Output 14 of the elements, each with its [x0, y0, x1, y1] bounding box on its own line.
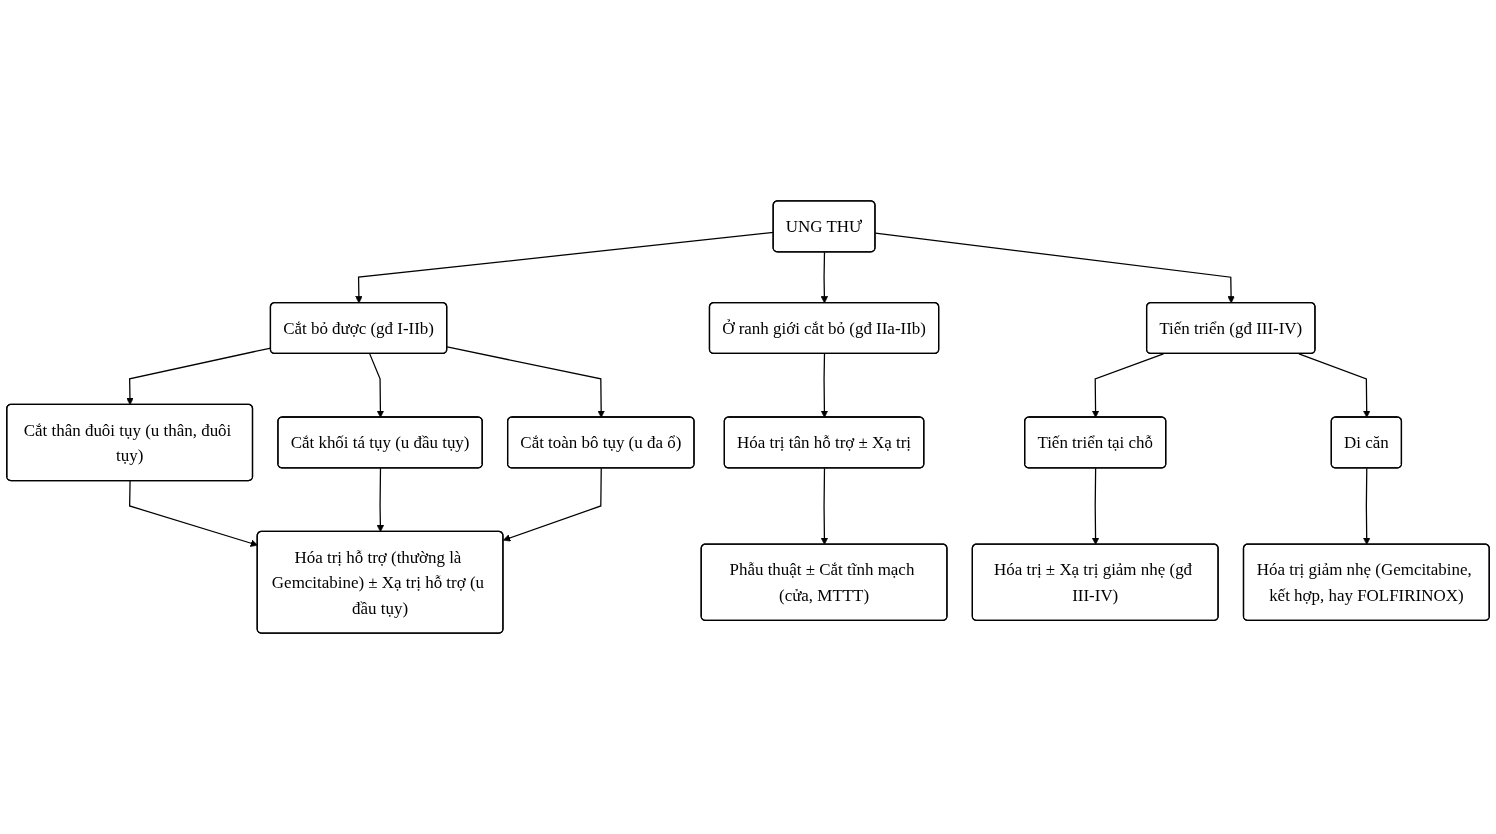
arrow — [126, 347, 272, 406]
arrow — [820, 251, 829, 304]
arrow — [1091, 467, 1100, 545]
arrow — [874, 232, 1235, 304]
arrow — [1091, 353, 1165, 418]
arrow — [503, 467, 602, 542]
arrow — [446, 346, 605, 418]
arrow — [129, 480, 258, 547]
arrow — [369, 353, 385, 418]
arrow — [820, 467, 829, 545]
arrow — [376, 467, 385, 533]
arrow — [1363, 467, 1371, 545]
arrow — [820, 353, 829, 418]
arrow — [1298, 353, 1371, 418]
